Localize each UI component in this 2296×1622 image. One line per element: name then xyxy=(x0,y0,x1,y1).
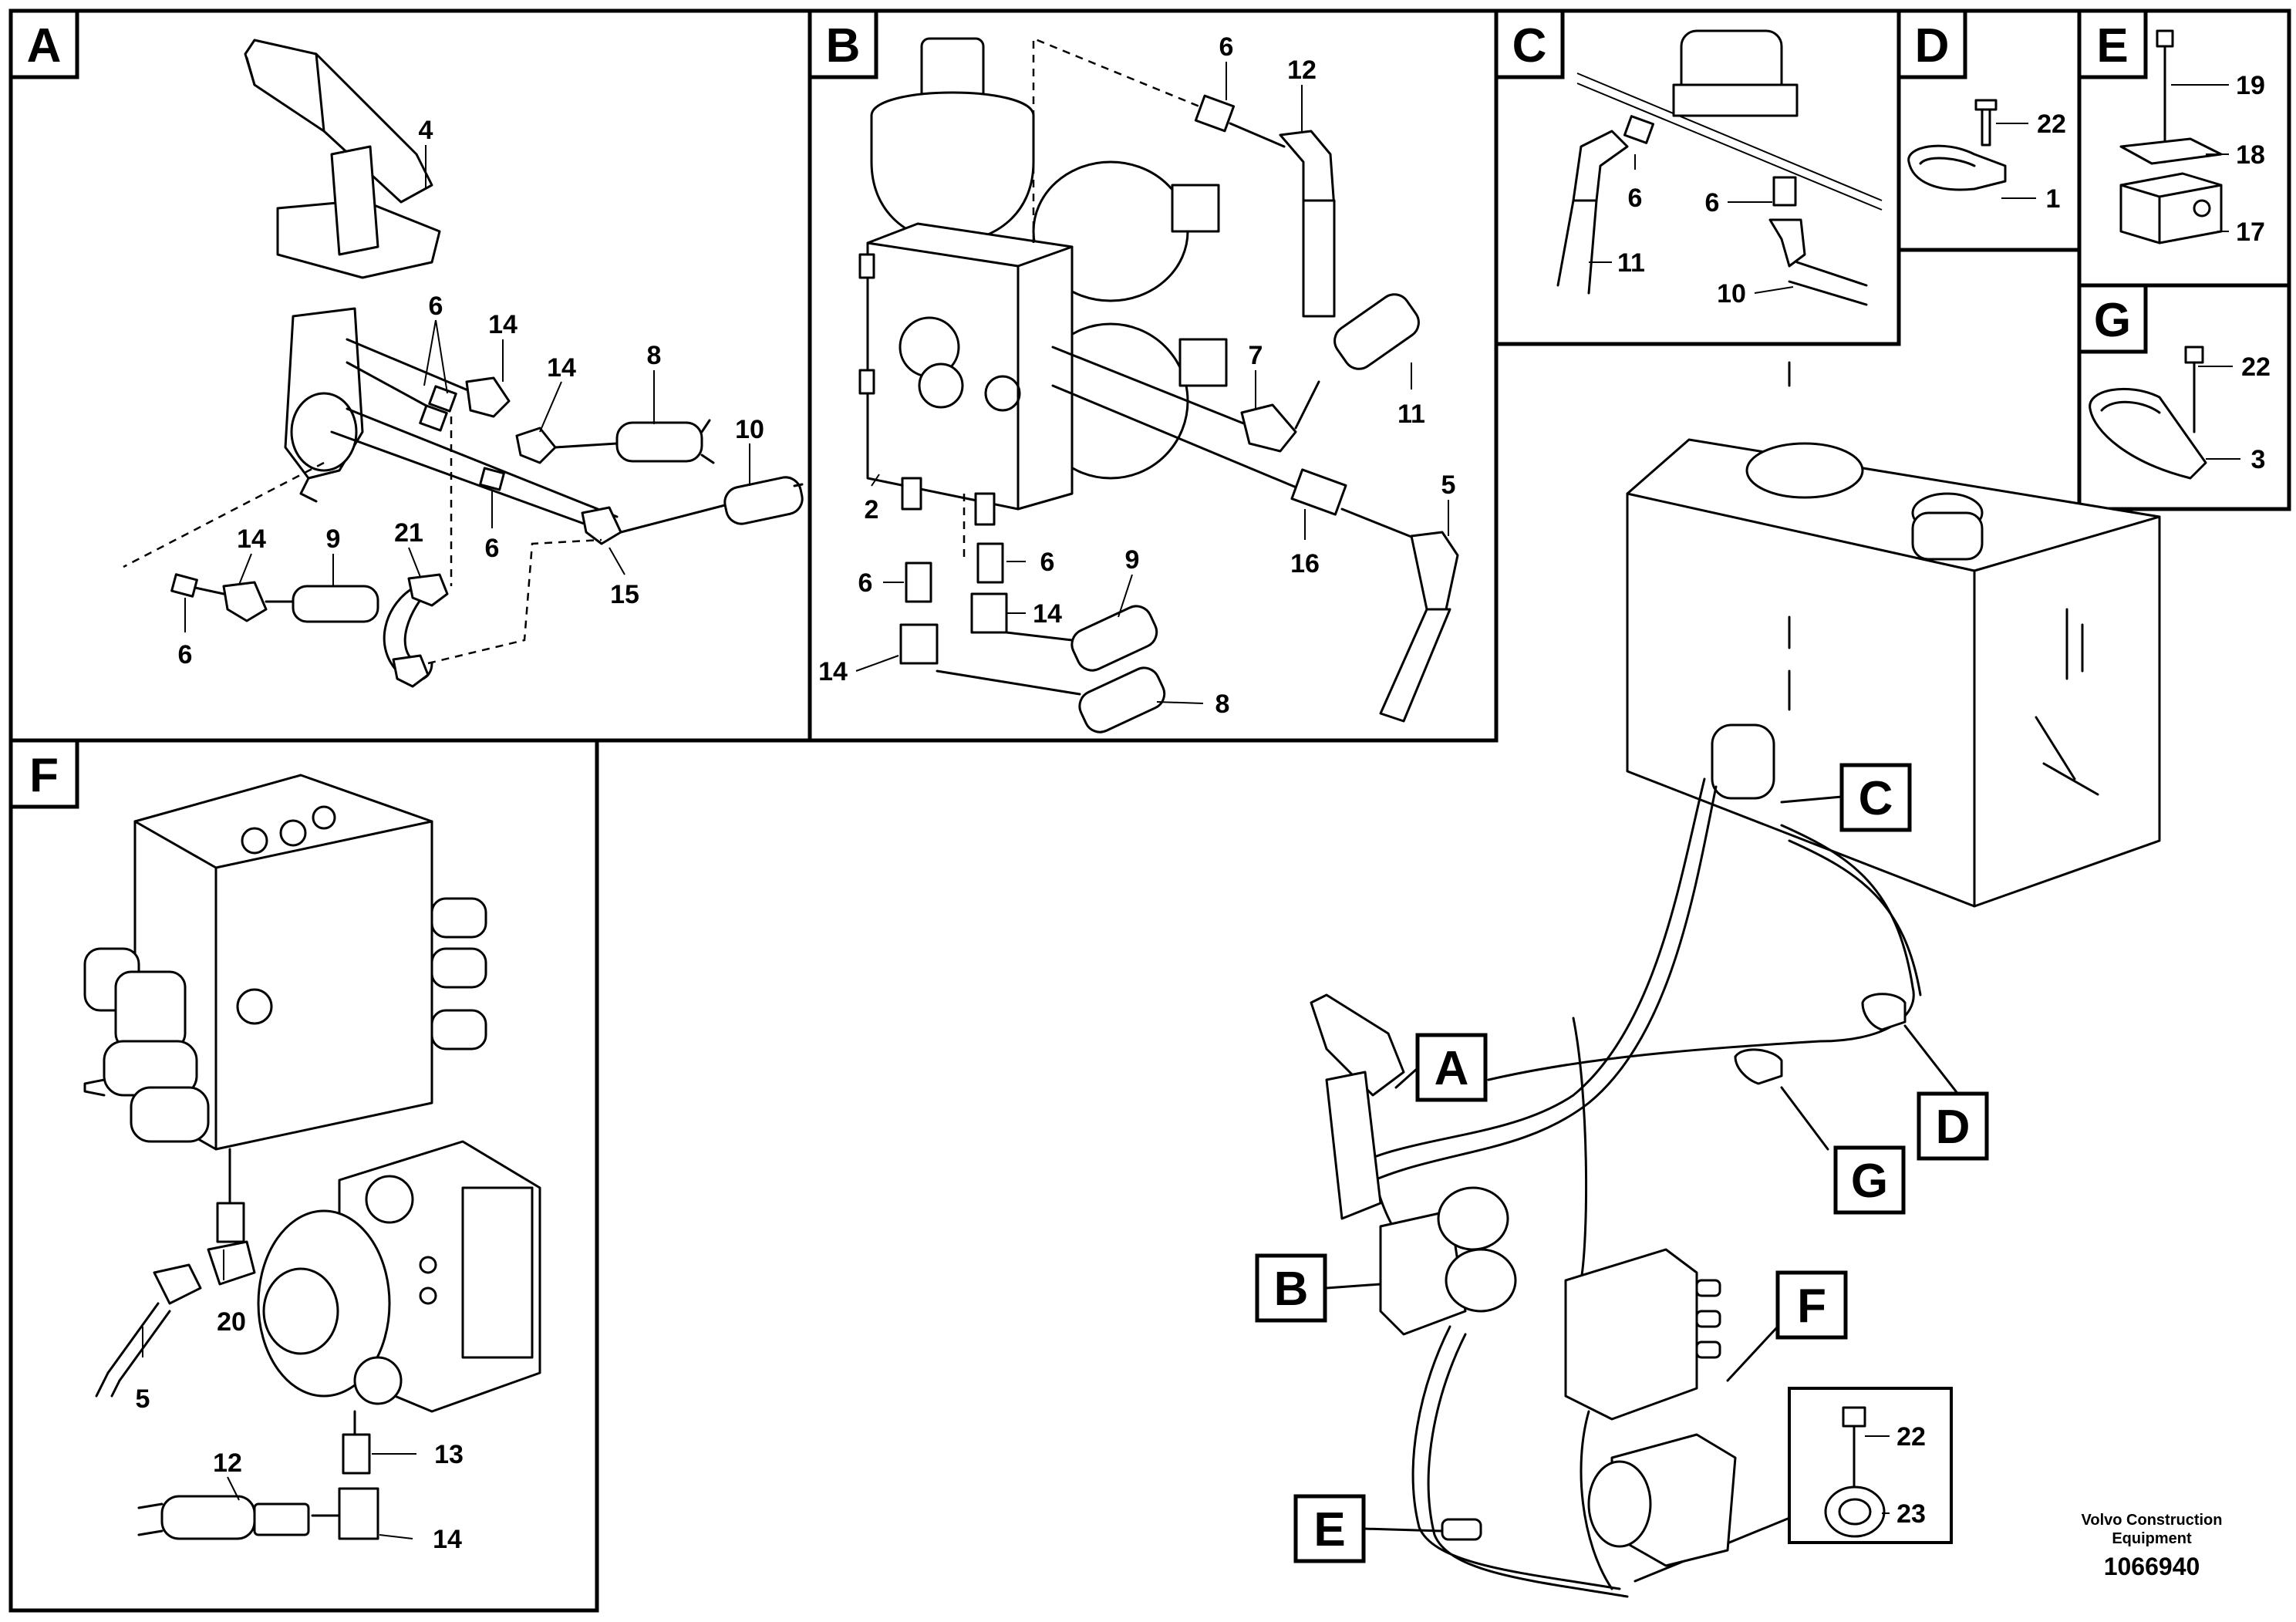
callout-19: 19 xyxy=(2236,71,2265,100)
callout-6: 6 xyxy=(1705,188,1720,218)
callout-6: 6 xyxy=(178,640,193,669)
callout-1: 1 xyxy=(2046,184,2061,214)
callout-8: 8 xyxy=(1215,690,1230,719)
panel-f-callouts: 20 5 13 12 14 xyxy=(136,1249,464,1554)
callout-11: 11 xyxy=(1397,400,1425,429)
panel-a: A 4 xyxy=(8,8,812,743)
overview-callouts: 22 23 xyxy=(1865,1422,1926,1529)
panel-d: D 22 1 xyxy=(1896,8,2082,252)
callout-3: 3 xyxy=(2251,445,2266,474)
panel-e-letter: E xyxy=(2096,19,2128,73)
panel-f-letter: F xyxy=(29,749,59,802)
callout-6: 6 xyxy=(1040,548,1055,577)
callout-6: 6 xyxy=(1628,184,1643,213)
panel-g-letter: G xyxy=(2094,294,2131,347)
overview-tags: C A B D G F E xyxy=(1255,763,1989,1563)
panel-b-letter: B xyxy=(826,19,861,73)
overview-tag-c: C xyxy=(1859,772,1893,825)
callout-14: 14 xyxy=(237,524,266,554)
callout-6: 6 xyxy=(1219,32,1234,62)
callout-12: 12 xyxy=(213,1448,242,1478)
brand-line-1: Volvo Construction xyxy=(2082,1512,2223,1529)
overview-assembly: 22 23 C A B D G F E xyxy=(1255,361,2161,1598)
panel-f: F 20 xyxy=(8,738,599,1613)
callout-17: 17 xyxy=(2236,218,2265,247)
panel-b-callouts: 6 12 7 11 5 16 2 6 6 9 14 14 8 xyxy=(818,32,1455,719)
callout-9: 9 xyxy=(326,524,341,554)
panel-e-callouts: 19 18 17 xyxy=(2171,71,2265,247)
callout-14: 14 xyxy=(433,1525,462,1554)
panel-c-callouts: 6 6 11 10 xyxy=(1589,154,1794,309)
callout-6: 6 xyxy=(485,534,500,563)
callout-13: 13 xyxy=(434,1440,464,1469)
panel-b: B xyxy=(807,8,1499,743)
panel-d-letter: D xyxy=(1915,19,1950,73)
panel-e: E 19 18 17 xyxy=(2077,8,2291,288)
callout-7: 7 xyxy=(1249,341,1263,370)
callout-14: 14 xyxy=(1033,599,1062,629)
callout-9: 9 xyxy=(1125,545,1140,575)
panel-a-letter: A xyxy=(27,19,62,73)
callout-2: 2 xyxy=(865,495,879,524)
callout-14: 14 xyxy=(818,657,848,686)
footer: Volvo Construction Equipment 1066940 xyxy=(2082,1512,2223,1580)
callout-6: 6 xyxy=(429,292,443,321)
overview-tag-f: F xyxy=(1797,1280,1826,1333)
callout-8: 8 xyxy=(647,341,662,370)
panel-g: G 22 3 xyxy=(2077,283,2291,511)
callout-16: 16 xyxy=(1290,549,1320,578)
callout-10: 10 xyxy=(735,415,764,444)
panel-c-letter: C xyxy=(1512,19,1547,73)
callout-22: 22 xyxy=(2241,352,2271,382)
callout-12: 12 xyxy=(1287,56,1317,85)
callout-21: 21 xyxy=(394,518,423,548)
overview-tag-b: B xyxy=(1274,1263,1309,1316)
callout-14: 14 xyxy=(547,353,576,383)
document-number: 1066940 xyxy=(2104,1553,2200,1580)
overview-tag-e: E xyxy=(1313,1503,1345,1556)
brand-line-2: Equipment xyxy=(2112,1530,2192,1547)
overview-tag-a: A xyxy=(1435,1042,1469,1095)
callout-20: 20 xyxy=(217,1307,246,1337)
panel-a-callouts: 4 6 14 14 8 10 6 14 9 21 6 15 xyxy=(178,116,764,669)
panel-d-callouts: 22 1 xyxy=(1996,110,2066,214)
callout-5: 5 xyxy=(1441,470,1456,500)
callout-14: 14 xyxy=(488,310,518,339)
overview-tag-g: G xyxy=(1851,1155,1888,1208)
callout-5: 5 xyxy=(136,1384,150,1414)
callout-11: 11 xyxy=(1617,248,1645,278)
callout-15: 15 xyxy=(610,580,639,609)
callout-4: 4 xyxy=(419,116,433,145)
callout-10: 10 xyxy=(1717,279,1746,309)
callout-18: 18 xyxy=(2236,140,2265,170)
callout-22: 22 xyxy=(1896,1422,1926,1452)
callout-6: 6 xyxy=(858,568,873,598)
callout-23: 23 xyxy=(1896,1499,1926,1529)
panel-c: C 6 6 11 10 xyxy=(1494,8,1901,346)
callout-22: 22 xyxy=(2037,110,2066,139)
panel-g-callouts: 22 3 xyxy=(2198,352,2271,474)
overview-tag-d: D xyxy=(1936,1101,1971,1154)
